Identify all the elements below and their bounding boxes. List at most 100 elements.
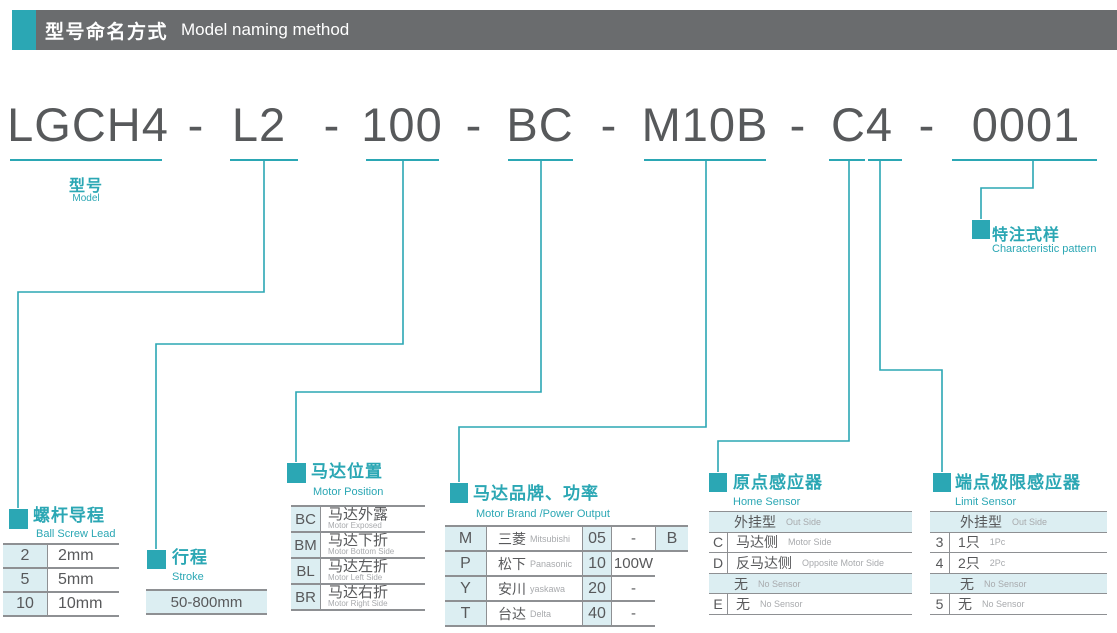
- sensor-code: 5: [930, 594, 950, 614]
- sensor-code: 4: [930, 553, 950, 573]
- characteristic-pattern-marker-icon: [972, 220, 990, 239]
- sensor-zh: 2只: [958, 554, 980, 571]
- sensor-en: No Sensor: [758, 578, 801, 589]
- section-header-bar: 型号命名方式 Model naming method: [12, 10, 1117, 50]
- sensor-zh: 无: [960, 575, 974, 592]
- model-segment-motor-position: BC: [506, 98, 574, 151]
- position-code: BL: [291, 559, 321, 583]
- table-row: 2 2mm: [3, 545, 119, 569]
- page-title-en: Model naming method: [181, 20, 350, 39]
- power-value: 100W: [613, 555, 654, 572]
- sensor-en: Opposite Motor Side: [802, 557, 885, 568]
- motor-position-title-en: Motor Position: [313, 486, 384, 498]
- brand-code: P: [445, 552, 487, 575]
- brand-en: yaskawa: [530, 583, 566, 594]
- motor-position-marker-icon: [287, 463, 306, 483]
- lead-value: 2mm: [58, 547, 94, 564]
- motor-brand-table: M 三菱 Mitsubishi 05 - B P 松下 Panasonic 10…: [445, 525, 688, 627]
- table-row: 4 2只 2Pc: [930, 553, 1107, 574]
- brand-suffix: [655, 577, 688, 602]
- table-row: 5 5mm: [3, 569, 119, 593]
- position-zh: 马达右折: [328, 585, 389, 601]
- sensor-en: 1Pc: [989, 537, 1006, 548]
- sensor-zh: 反马达侧: [736, 554, 792, 571]
- ball-screw-lead-marker-icon: [9, 509, 28, 529]
- position-en: Motor Right Side: [328, 599, 388, 608]
- power-code: 40: [583, 602, 612, 625]
- sensor-zh: 1只: [958, 534, 980, 551]
- lead-value: 10mm: [58, 595, 103, 612]
- sensor-zh: 无: [736, 596, 750, 613]
- stroke-range: 50-800mm: [170, 593, 243, 611]
- model-segment-series: LGCH4: [7, 98, 169, 151]
- table-row: 3 1只 1Pc: [930, 532, 1107, 554]
- power-code: 10: [583, 552, 612, 575]
- model-separator: -: [789, 98, 807, 151]
- page-title-zh: 型号命名方式: [45, 21, 169, 43]
- table-row: 10 10mm: [3, 593, 119, 617]
- position-code: BC: [291, 507, 321, 531]
- model-separator: -: [187, 98, 205, 151]
- position-en: Motor Left Side: [328, 573, 383, 582]
- ball-screw-lead-title-en: Ball Screw Lead: [36, 528, 116, 540]
- model-segment-motor-brand: M10B: [641, 98, 769, 151]
- sensor-zh: 外挂型: [734, 513, 776, 530]
- table-row: C 马达侧 Motor Side: [709, 532, 912, 554]
- model-callout-zh: 型号: [68, 178, 104, 195]
- limit-sensor-marker-icon: [933, 473, 951, 492]
- position-code: BR: [291, 585, 321, 609]
- sensor-en: 2Pc: [989, 557, 1006, 568]
- motor-position-table: BC 马达外露 Motor Exposed BM 马达下折 Motor Bott…: [291, 505, 425, 611]
- table-row: BL 马达左折 Motor Left Side: [291, 559, 425, 585]
- motor-brand-title-zh: 马达品牌、功率: [473, 484, 599, 503]
- sensor-en: No Sensor: [760, 599, 803, 610]
- position-code: BM: [291, 533, 321, 557]
- brand-zh: 松下: [498, 555, 526, 572]
- motor-brand-title-en: Motor Brand /Power Output: [476, 508, 610, 520]
- limit-sensor-title-en: Limit Sensor: [955, 496, 1017, 508]
- lead-code: 5: [3, 569, 48, 591]
- stroke-marker-icon: [147, 550, 166, 569]
- table-row: 无 No Sensor: [709, 573, 912, 595]
- model-separator: -: [918, 98, 936, 151]
- limit-sensor-title-zh: 端点极限感应器: [955, 473, 1081, 492]
- sensor-code: C: [709, 532, 728, 553]
- motor-brand-marker-icon: [450, 483, 468, 503]
- sensor-zh: 外挂型: [960, 513, 1002, 530]
- model-segment-stroke: 100: [361, 98, 443, 151]
- power-code: 05: [583, 527, 612, 550]
- position-en: Motor Exposed: [328, 521, 382, 530]
- ball-screw-lead-table: 2 2mm 5 5mm 10 10mm: [3, 543, 119, 617]
- sensor-en: Out Side: [1012, 516, 1048, 527]
- table-row: BM 马达下折 Motor Bottom Side: [291, 533, 425, 559]
- sensor-code: 3: [930, 532, 950, 553]
- position-zh: 马达左折: [328, 559, 389, 575]
- brand-zh: 台达: [498, 605, 526, 622]
- sensor-en: Motor Side: [788, 537, 832, 548]
- table-row: D 反马达侧 Opposite Motor Side: [709, 553, 912, 574]
- brand-en: Mitsubishi: [530, 533, 571, 544]
- model-segment-serial: 0001: [971, 98, 1081, 151]
- table-row: 无 No Sensor: [930, 573, 1107, 595]
- motor-position-title-zh: 马达位置: [311, 462, 383, 481]
- brand-en: Panasonic: [530, 558, 573, 569]
- brand-en: Delta: [530, 608, 552, 619]
- table-row: BC 马达外露 Motor Exposed: [291, 507, 425, 533]
- brand-code: T: [445, 602, 487, 625]
- sensor-en: No Sensor: [984, 578, 1027, 589]
- characteristic-pattern-en: Characteristic pattern: [992, 243, 1097, 255]
- brand-code: Y: [445, 577, 487, 600]
- table-row: 5 无 No Sensor: [930, 594, 1107, 615]
- position-en: Motor Bottom Side: [328, 547, 395, 556]
- model-segment-l2: L2: [231, 98, 287, 151]
- brand-suffix: [655, 552, 688, 577]
- stroke-title-zh: 行程: [172, 548, 208, 567]
- table-row: BR 马达右折 Motor Right Side: [291, 585, 425, 611]
- model-segment-sensors: C4: [830, 98, 894, 151]
- ball-screw-lead-title-zh: 螺杆导程: [33, 506, 105, 525]
- table-row: 外挂型 Out Side: [709, 512, 912, 533]
- power-value: -: [631, 605, 636, 622]
- table-row: 外挂型 Out Side: [930, 512, 1107, 533]
- model-separator: -: [600, 98, 618, 151]
- sensor-zh: 无: [958, 596, 972, 613]
